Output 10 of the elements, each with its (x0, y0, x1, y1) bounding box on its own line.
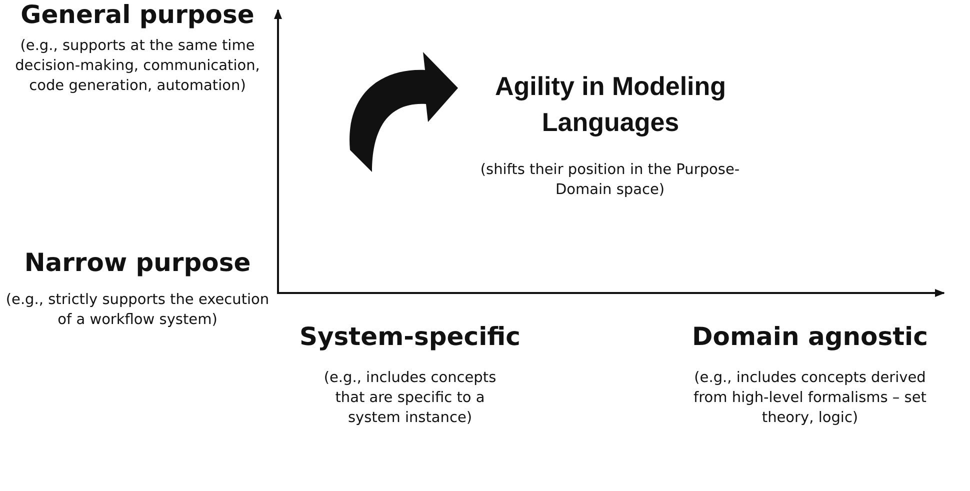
axis-description: (e.g., includes concepts that are specific to a system instance) (322, 369, 498, 428)
axis-description: (e.g., supports at the same time decision-making, communication, code generation, automation) (14, 37, 261, 96)
heading-text: Agility in Modeling Languages (494, 70, 728, 139)
axis-heading: Narrow purpose (23, 248, 252, 278)
axis-description: (e.g., strictly supports the execution of a workflow system) (4, 291, 270, 330)
axis-heading: System-specific (298, 322, 522, 352)
axis-heading: Domain agnostic (691, 322, 929, 352)
axis-description: (e.g., includes concepts derived from high-level formalisms – set theory, logic) (692, 369, 928, 428)
axis-heading: General purpose (20, 0, 256, 30)
description-text: (shifts their position in the Purpose-Domain space) (480, 161, 740, 200)
